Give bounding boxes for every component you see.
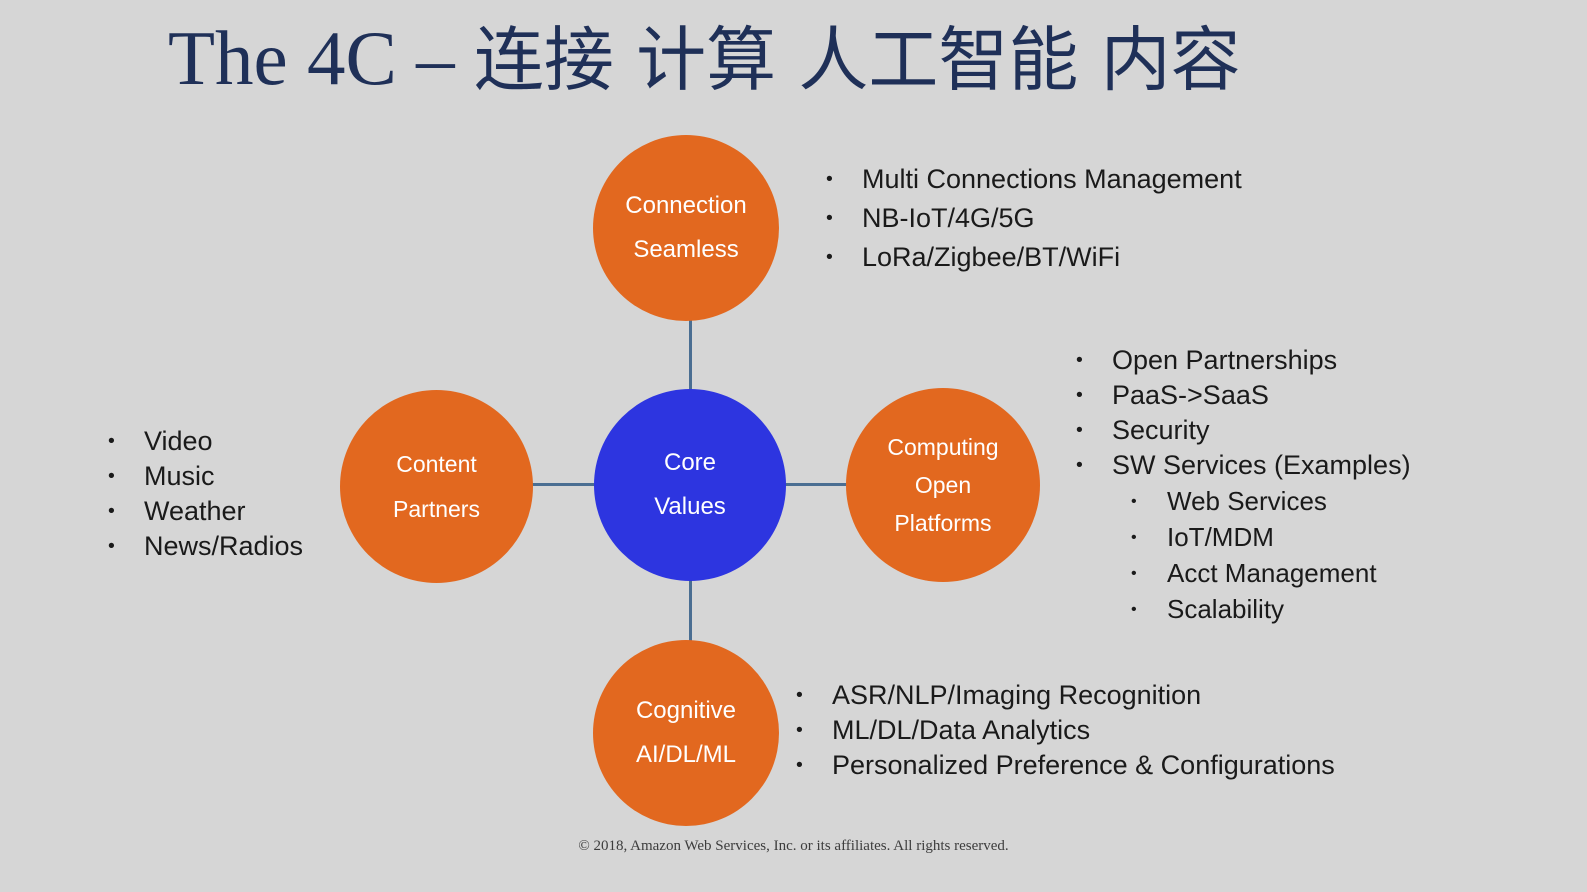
node-core-values[interactable]: Core Values bbox=[594, 389, 786, 581]
connector-bottom bbox=[689, 578, 692, 644]
bullet-list-content-items: Video Music Weather News/Radios bbox=[100, 424, 303, 564]
bullet-text: Scalability bbox=[1167, 594, 1285, 624]
bullet-text: Open Partnerships bbox=[1112, 345, 1338, 375]
node-core-line2: Values bbox=[654, 493, 726, 520]
bullet-list-connection: Multi Connections Management NB-IoT/4G/5… bbox=[818, 160, 1242, 277]
node-computing-line3: Platforms bbox=[894, 510, 992, 536]
bullet-list-connection-items: Multi Connections Management NB-IoT/4G/5… bbox=[818, 160, 1242, 277]
node-connection-seamless[interactable]: Connection Seamless bbox=[593, 135, 779, 321]
list-item: Weather bbox=[100, 494, 303, 529]
bullet-text: ML/DL/Data Analytics bbox=[832, 715, 1091, 745]
node-computing-line1: Computing bbox=[887, 434, 999, 460]
node-connection-line1: Connection bbox=[625, 192, 747, 219]
bullet-text: Multi Connections Management bbox=[862, 164, 1242, 194]
footer-copyright: © 2018, Amazon Web Services, Inc. or its… bbox=[578, 838, 1009, 854]
node-computing-open-platforms[interactable]: Computing Open Platforms bbox=[846, 388, 1040, 582]
node-core-line1: Core bbox=[663, 449, 717, 476]
list-item: SW Services (Examples) bbox=[1068, 448, 1411, 483]
node-content-line2: Partners bbox=[393, 495, 480, 522]
list-item: Scalability bbox=[1123, 591, 1411, 627]
node-cognitive-ai-dl-ml[interactable]: Cognitive AI/DL/ML bbox=[593, 640, 779, 826]
list-item: Security bbox=[1068, 413, 1411, 448]
connector-right bbox=[782, 483, 850, 486]
bullet-text: Weather bbox=[144, 496, 246, 526]
node-cognitive-line1: Cognitive bbox=[635, 697, 737, 724]
bullet-text: Security bbox=[1112, 415, 1210, 445]
bullet-text: PaaS->SaaS bbox=[1112, 380, 1269, 410]
page-title-latin: The 4C – bbox=[168, 15, 474, 101]
list-item: NB-IoT/4G/5G bbox=[818, 199, 1242, 238]
list-item: News/Radios bbox=[100, 529, 303, 564]
list-item: Acct Management bbox=[1123, 555, 1411, 591]
bullet-text: Acct Management bbox=[1167, 558, 1377, 588]
list-item: Web Services bbox=[1123, 483, 1411, 519]
list-item: ML/DL/Data Analytics bbox=[788, 713, 1335, 748]
bullet-text: IoT/MDM bbox=[1167, 522, 1274, 552]
list-item: Personalized Preference & Configurations bbox=[788, 748, 1335, 783]
list-item: PaaS->SaaS bbox=[1068, 378, 1411, 413]
list-item: Open Partnerships bbox=[1068, 343, 1411, 378]
bullet-text: SW Services (Examples) bbox=[1112, 450, 1411, 480]
bullet-list-computing: Open Partnerships PaaS->SaaS Security SW… bbox=[1068, 343, 1411, 627]
bullet-text: ASR/NLP/Imaging Recognition bbox=[832, 680, 1202, 710]
connector-top bbox=[689, 318, 692, 392]
bullet-list-computing-items: Open Partnerships PaaS->SaaS Security SW… bbox=[1068, 343, 1411, 483]
node-computing-line2: Open bbox=[914, 472, 972, 498]
bullet-sublist-computing-examples: Web Services IoT/MDM Acct Management Sca… bbox=[1123, 483, 1411, 627]
list-item: ASR/NLP/Imaging Recognition bbox=[788, 678, 1335, 713]
bullet-text: Web Services bbox=[1167, 486, 1327, 516]
connector-left bbox=[528, 483, 598, 486]
list-item: Video bbox=[100, 424, 303, 459]
bullet-text: Personalized Preference & Configurations bbox=[832, 750, 1335, 780]
node-connection-line2: Seamless bbox=[633, 236, 739, 263]
node-cognitive-line2: AI/DL/ML bbox=[635, 741, 737, 768]
list-item: Music bbox=[100, 459, 303, 494]
page-title-cjk: 连接 计算 人工智能 内容 bbox=[473, 19, 1241, 101]
bullet-text: Video bbox=[144, 426, 213, 456]
list-item: LoRa/Zigbee/BT/WiFi bbox=[818, 238, 1242, 277]
page-title: The 4C – 连接 计算 人工智能 内容 bbox=[168, 8, 1468, 108]
list-item: Multi Connections Management bbox=[818, 160, 1242, 199]
bullet-text: LoRa/Zigbee/BT/WiFi bbox=[862, 242, 1121, 272]
bullet-text: Music bbox=[144, 461, 215, 491]
bullet-text: News/Radios bbox=[144, 531, 304, 561]
bullet-list-content: Video Music Weather News/Radios bbox=[100, 424, 303, 564]
bullet-text: NB-IoT/4G/5G bbox=[862, 203, 1035, 233]
bullet-list-cognitive: ASR/NLP/Imaging Recognition ML/DL/Data A… bbox=[788, 678, 1335, 783]
node-content-partners[interactable]: Content Partners bbox=[340, 390, 533, 583]
bullet-list-cognitive-items: ASR/NLP/Imaging Recognition ML/DL/Data A… bbox=[788, 678, 1335, 783]
list-item: IoT/MDM bbox=[1123, 519, 1411, 555]
node-content-line1: Content bbox=[396, 450, 477, 477]
